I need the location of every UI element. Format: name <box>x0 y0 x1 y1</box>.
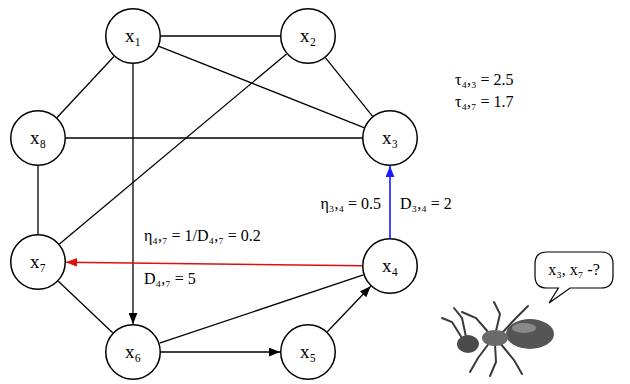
node-label: x₃ <box>382 127 398 150</box>
graph-edge <box>58 281 112 332</box>
ant-thorax <box>482 330 508 346</box>
graph-vertex: x₁ <box>105 8 161 64</box>
graph-vertex: x₇ <box>10 234 66 290</box>
value-label: τ₄,₃ = 2.5 <box>453 70 516 89</box>
node-label: x₃, x₇ -? <box>548 260 600 279</box>
graph-vertex: x₈ <box>10 110 66 166</box>
graph-edge <box>57 56 114 117</box>
value-label: τ₄,₇ = 1.7 <box>453 92 516 111</box>
value-label: η₃,₄ = 0.5 <box>318 194 383 213</box>
vertex-circle <box>363 239 418 294</box>
graph-edge <box>161 351 280 352</box>
node-label: x₄ <box>382 255 398 278</box>
graph-edge <box>326 58 373 116</box>
bubble-outline <box>535 252 613 303</box>
graph-vertex: x₃ <box>362 110 418 166</box>
vertex-circle <box>106 9 161 64</box>
node-label: x₅ <box>300 341 316 364</box>
ant-highlight <box>512 323 536 333</box>
node-label: x₇ <box>30 251 46 274</box>
vertex-circle <box>281 325 336 380</box>
value-label: D₃,₄ = 2 <box>398 194 454 213</box>
graph-edge <box>132 64 133 324</box>
node-label: x₈ <box>30 127 46 150</box>
value-label: η₄,₇ = 1/D₄,₇ = 0.2 <box>142 226 263 245</box>
node-label: x₁ <box>125 25 141 48</box>
vertex-circle <box>281 9 336 64</box>
ant-leg <box>490 344 496 376</box>
graph-edge <box>161 35 280 36</box>
ant-leg <box>500 343 522 374</box>
graph-vertex: x₆ <box>105 324 161 380</box>
vertex-circle <box>106 325 161 380</box>
graph-edge <box>66 262 362 265</box>
ant-antenna <box>454 308 466 337</box>
graph-vertex: x₄ <box>362 238 418 294</box>
vertex-circle <box>11 235 66 290</box>
ant-leg <box>494 302 500 331</box>
speech-bubble: x₃, x₇ -? <box>535 252 613 288</box>
node-label: x₆ <box>125 341 141 364</box>
graph-edge <box>37 166 38 234</box>
ant-head <box>457 335 479 353</box>
value-label: D₄,₇ = 5 <box>142 269 198 288</box>
node-label: x₂ <box>300 25 316 48</box>
graph-edge <box>159 46 364 127</box>
graph-edge <box>327 286 370 331</box>
graph-edge <box>66 137 362 138</box>
graph-edge <box>389 166 391 238</box>
vertex-circle <box>11 111 66 166</box>
graph-vertex: x₂ <box>280 8 336 64</box>
vertex-circle <box>363 111 418 166</box>
graph-edge <box>59 54 286 244</box>
ant-leg <box>462 312 489 333</box>
ant-abdomen <box>506 319 554 349</box>
graph-vertex: x₅ <box>280 324 336 380</box>
ant-antenna <box>442 318 462 338</box>
